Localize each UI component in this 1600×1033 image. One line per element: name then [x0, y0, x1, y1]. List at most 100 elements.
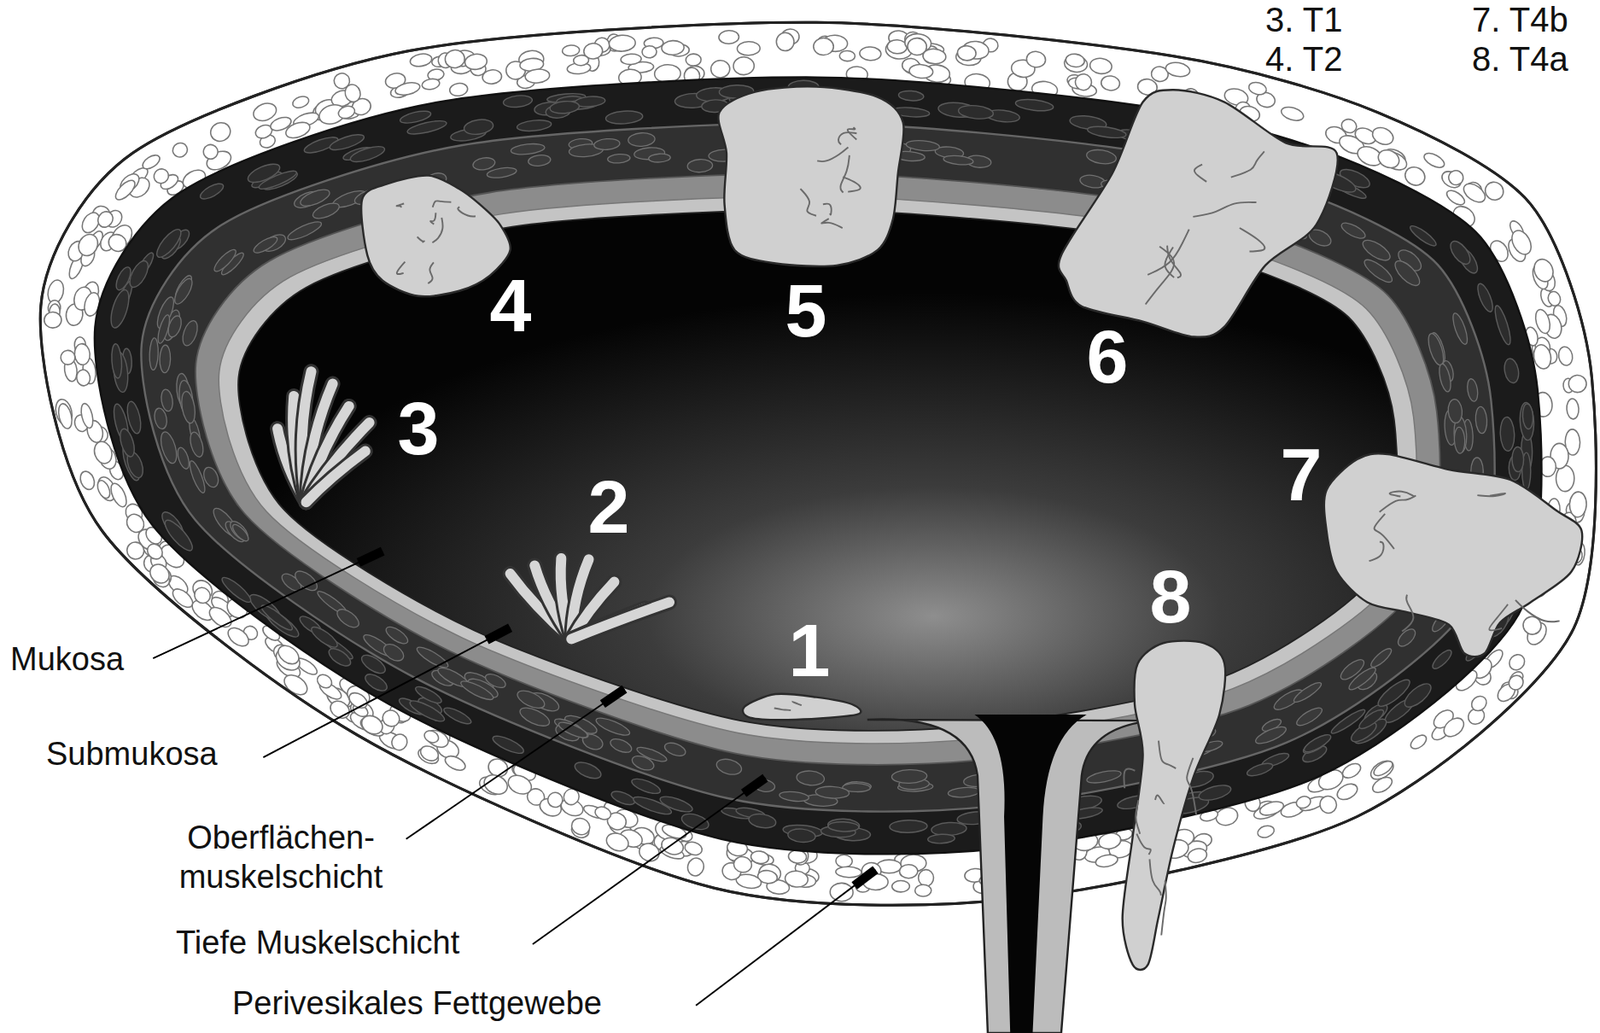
fat-cell [1440, 714, 1467, 741]
muscle-bundle [1454, 426, 1466, 454]
fat-cell [1506, 651, 1528, 673]
muscle-bundle [648, 152, 671, 163]
muscle-bundle [1294, 704, 1325, 729]
fat-cell [73, 343, 91, 366]
fat-cell [268, 114, 293, 134]
muscle-bundle [828, 821, 859, 833]
muscle-bundle [927, 834, 955, 845]
tumour-fissure [1515, 600, 1560, 622]
stage-legend-item: 7. T4b [1471, 0, 1569, 40]
tumour [1058, 89, 1338, 338]
fat-cell [1546, 290, 1563, 308]
muscle-bundle [148, 338, 158, 371]
fat-cell [1468, 693, 1490, 714]
muscle-bundle [687, 158, 713, 173]
fat-cell [201, 142, 221, 162]
muscle-bundle [502, 93, 533, 109]
tumour-mass [718, 86, 904, 266]
tumour-fissure [432, 200, 452, 207]
tumour-fissure [774, 707, 791, 710]
muscle-bundle [516, 118, 552, 133]
fat-cell [608, 34, 637, 53]
muscle-bundle [219, 574, 254, 607]
tumour-fissure [800, 188, 817, 217]
tumour-fissure [397, 203, 405, 208]
fat-cell [569, 815, 593, 838]
fat-cell [315, 671, 335, 691]
muscle-bundle [297, 186, 332, 210]
muscle-bundle [1447, 398, 1464, 424]
fat-cell [443, 48, 466, 70]
muscle-bundle [110, 343, 123, 379]
muscle-bundle [1197, 782, 1233, 803]
leader-line [406, 689, 625, 840]
muscle-bundle [1086, 768, 1122, 786]
fat-cell [1446, 168, 1466, 188]
fat-cell [835, 866, 863, 879]
muscle-bundle [251, 233, 281, 256]
muscle-bundle [198, 181, 226, 203]
muscle-bundle [1499, 416, 1515, 451]
fat-cell [917, 869, 934, 887]
muscle-bundle [227, 518, 252, 544]
fat-cell [1064, 52, 1086, 69]
layer-label: Submukosa [46, 735, 218, 775]
fat-cell [75, 368, 92, 387]
tumour-mass [361, 175, 511, 298]
muscle-bundle [458, 677, 496, 703]
fat-cell [140, 152, 162, 172]
muscle-bundle [898, 89, 924, 102]
muscle-bundle [1518, 402, 1535, 441]
fat-cell [1317, 794, 1339, 817]
tumour-fissure [1239, 227, 1266, 252]
fat-cell [839, 50, 856, 62]
fat-outline [40, 22, 1596, 906]
tumour-fissure [1135, 800, 1140, 834]
muscle-bundle [175, 446, 192, 471]
fat-cell [94, 208, 117, 230]
leader-line [695, 870, 876, 1006]
fat-cell [79, 402, 96, 429]
muscle-bundle [1512, 446, 1525, 472]
fat-cell [829, 882, 854, 902]
fat-cell [389, 731, 410, 754]
stage-legend-item: 3. T1 [1265, 0, 1343, 40]
fat-cell [683, 840, 704, 858]
callout-number: 2 [588, 469, 631, 545]
tumour-mass [1324, 453, 1583, 657]
muscle-bundle [1356, 706, 1386, 732]
tumour-fissure [838, 132, 857, 145]
muscle-bundle [815, 785, 850, 800]
muscle-bundle [187, 431, 205, 459]
fat-cell [59, 350, 76, 366]
muscle-bundle [256, 168, 298, 193]
fat-cell [464, 52, 489, 71]
muscle-bundle [171, 276, 196, 307]
muscle-bundle [1465, 378, 1479, 403]
fat-cell [710, 59, 730, 78]
fat-cell [1569, 491, 1588, 518]
frond-outline [571, 601, 670, 639]
muscle-bundle [1360, 236, 1394, 265]
fat-cell [749, 850, 770, 865]
fat-cell [908, 64, 934, 80]
frond [306, 450, 366, 503]
fat-cell [736, 40, 760, 56]
muscle-bundle [556, 719, 590, 742]
leader-line [532, 777, 765, 945]
fat-cell [169, 140, 190, 160]
fat-cell [859, 46, 882, 61]
fat-cell [603, 829, 631, 854]
muscle-bundle [1086, 124, 1128, 141]
callout-number: 4 [490, 268, 532, 344]
fat-cell [1459, 180, 1489, 206]
muscle-bundle [348, 143, 386, 165]
fat-cell [776, 32, 795, 51]
fat-cell [685, 856, 707, 878]
tumour-mass [1122, 641, 1226, 970]
muscle-bundle [333, 606, 362, 631]
muscle-bundle [795, 770, 825, 787]
muscle-bundle [891, 769, 928, 784]
fat-cell [1507, 227, 1536, 258]
layer-marker [743, 777, 765, 794]
